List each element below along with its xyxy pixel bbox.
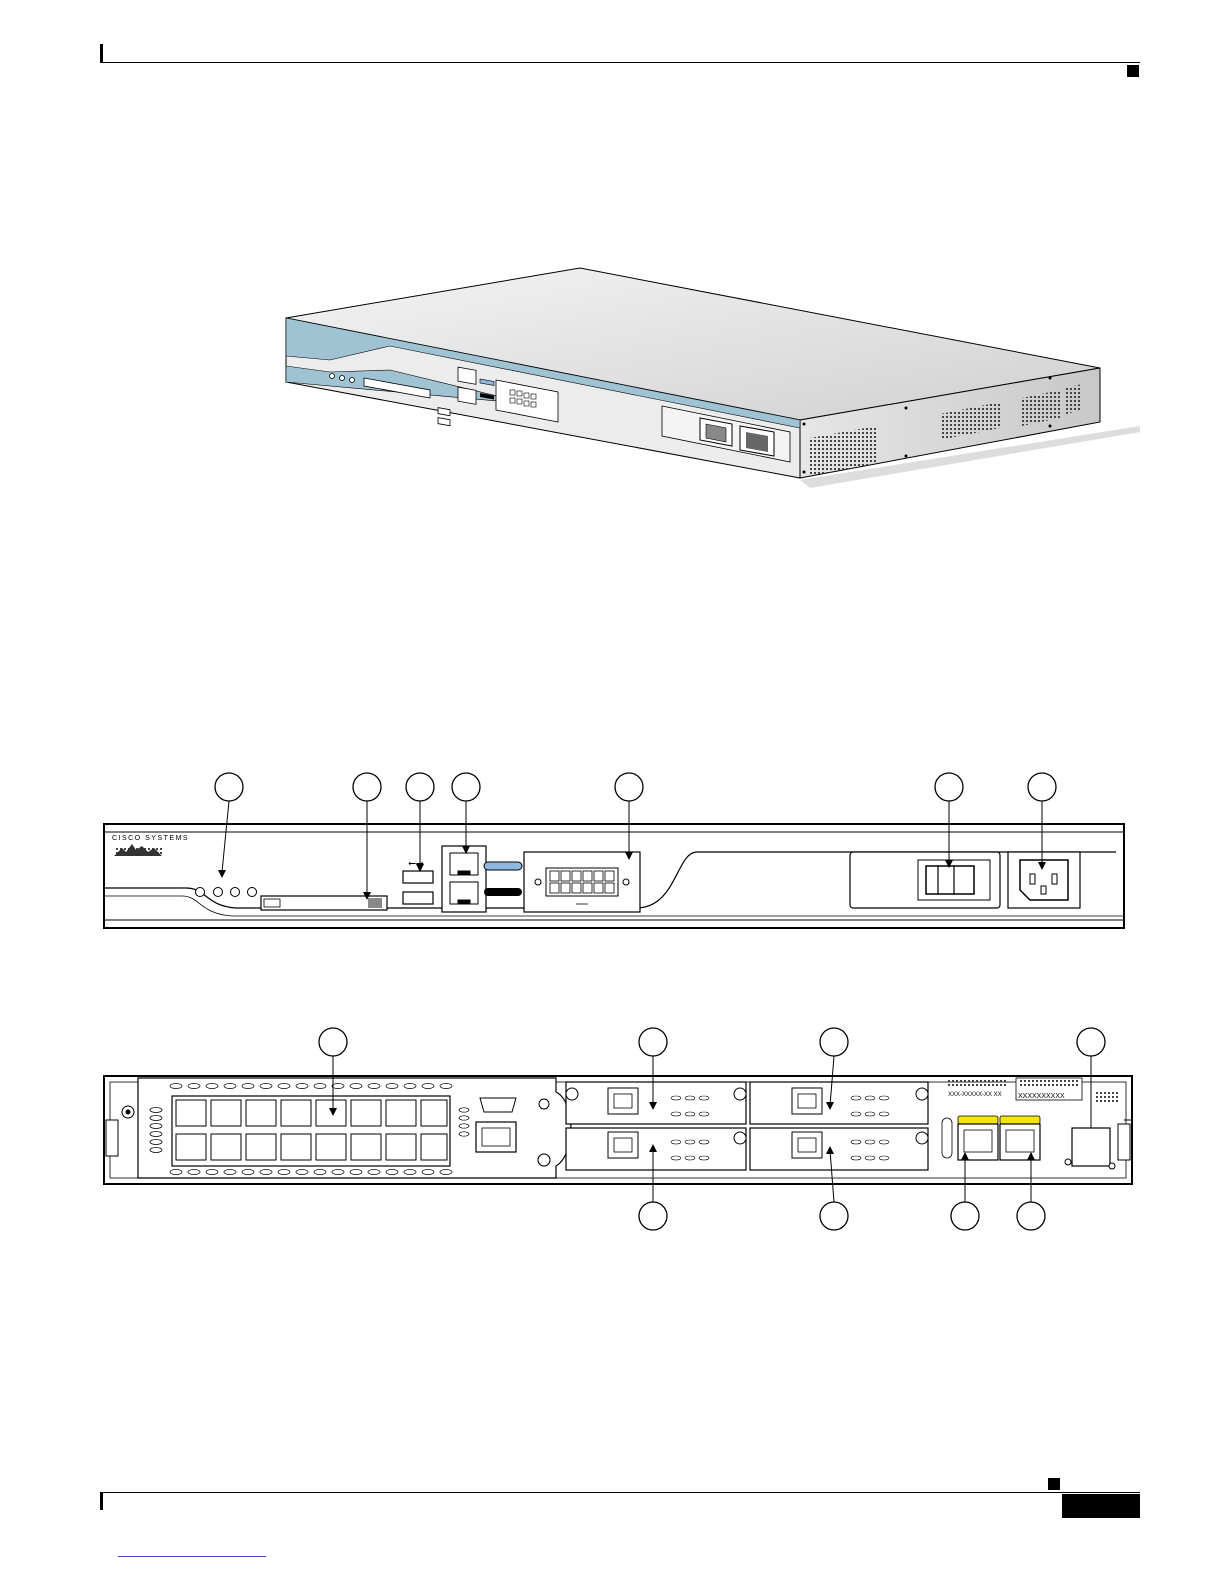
front-panel-figure: CISCO SYSTEMS ⭠⭢ — [96, 768, 1132, 938]
serial-label: XXX-XXXXX-XX XX — [948, 1092, 1002, 1098]
header-tick — [100, 44, 103, 63]
power-connector-rear — [1072, 1128, 1110, 1166]
brand-text: CISCO SYSTEMS — [112, 835, 189, 842]
console-stripe — [484, 862, 522, 870]
switch-ports-top — [176, 1100, 447, 1126]
rear-panel-figure: XXX-XXXXX-XX XX XXXXXXXXXX — [96, 1020, 1142, 1240]
footer-link[interactable] — [118, 1556, 266, 1557]
footer-tick — [100, 1492, 103, 1510]
ethernet-port-0-yellow — [958, 1116, 998, 1124]
interface-module-bottom-left — [538, 1128, 746, 1170]
page-number-tab — [1062, 1494, 1140, 1518]
interface-module-top-right — [750, 1082, 928, 1124]
rear-callouts-bottom — [639, 1202, 1045, 1230]
rear-callouts-top — [319, 1028, 1105, 1056]
serial-connector — [480, 1098, 516, 1112]
power-switch — [926, 866, 974, 894]
barcode-serial — [948, 1078, 1008, 1088]
footer-marker — [1048, 1478, 1060, 1490]
front-callouts — [215, 773, 1056, 801]
mac-label: XXXXXXXXXX — [1018, 1093, 1065, 1100]
header-rule — [100, 62, 1140, 63]
header-marker — [1127, 65, 1139, 77]
footer-rule — [100, 1492, 1140, 1493]
interface-module-bottom-right — [750, 1128, 928, 1170]
switch-ports-bottom — [176, 1134, 447, 1160]
aux-stripe — [484, 888, 522, 896]
ethernet-port-1-yellow — [1000, 1116, 1040, 1124]
rear-cisco-logo — [1094, 1090, 1118, 1102]
router-isometric-figure — [270, 260, 1150, 490]
